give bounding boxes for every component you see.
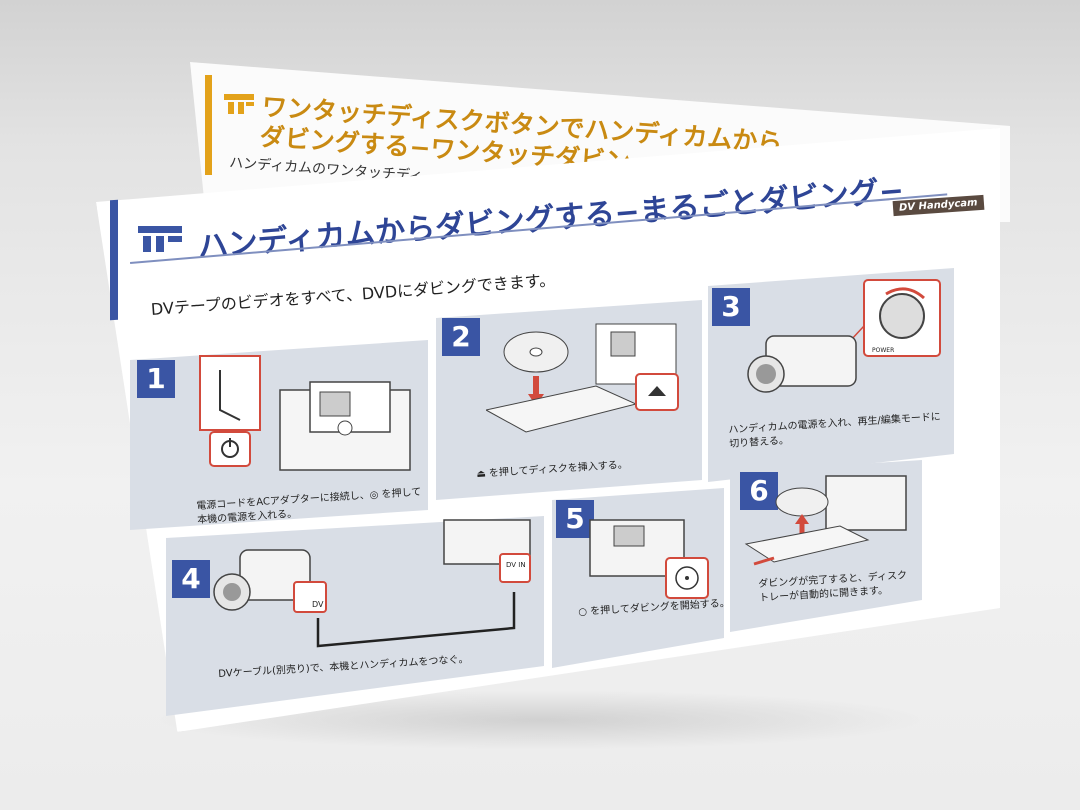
step-3-illustration: [747, 279, 941, 393]
step-4-number: 4: [172, 560, 210, 598]
front-accent-stripe: [110, 199, 118, 321]
step-5-number: 5: [556, 500, 594, 538]
step-6-number: 6: [740, 472, 778, 510]
front-brand-icon: [138, 226, 182, 252]
dv-port-label: DV: [312, 600, 324, 609]
power-label: POWER: [872, 347, 895, 354]
step-6-illustration: [744, 475, 907, 566]
start-dub-icon: [675, 566, 699, 590]
step-1-number: 1: [137, 360, 175, 398]
dv-in-port-label: DV IN: [506, 561, 526, 569]
back-accent-stripe: [205, 75, 212, 175]
step-5-illustration: [589, 519, 709, 599]
back-brand-icon: [224, 94, 254, 114]
step-3-number: 3: [712, 288, 750, 326]
step-1-illustration: [199, 355, 411, 471]
step-2-illustration: [486, 323, 679, 433]
eject-icon: [648, 386, 666, 396]
step-4-illustration: [213, 519, 531, 648]
step-2-number: 2: [442, 318, 480, 356]
